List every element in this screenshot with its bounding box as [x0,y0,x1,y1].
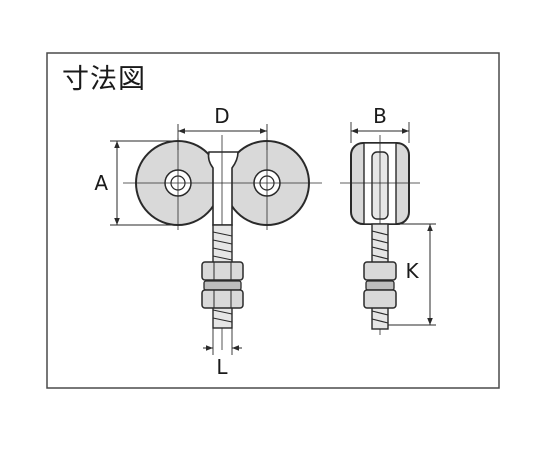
label-k: K [405,259,419,283]
side-view: B K [340,104,436,335]
label-d: D [214,104,229,128]
dimension-a: A [94,140,178,226]
dimension-l: L [203,328,242,379]
dimension-k: K [388,223,436,326]
dimension-d: D [177,104,268,150]
label-a: A [94,171,108,195]
drawing-title: 寸法図 [62,64,146,95]
dimension-b: B [350,104,410,143]
side-wheel [350,142,410,225]
label-b: B [373,104,387,128]
label-l: L [216,355,228,379]
side-nuts [363,261,397,309]
front-view: D A L [94,104,322,379]
front-nuts [201,261,244,309]
